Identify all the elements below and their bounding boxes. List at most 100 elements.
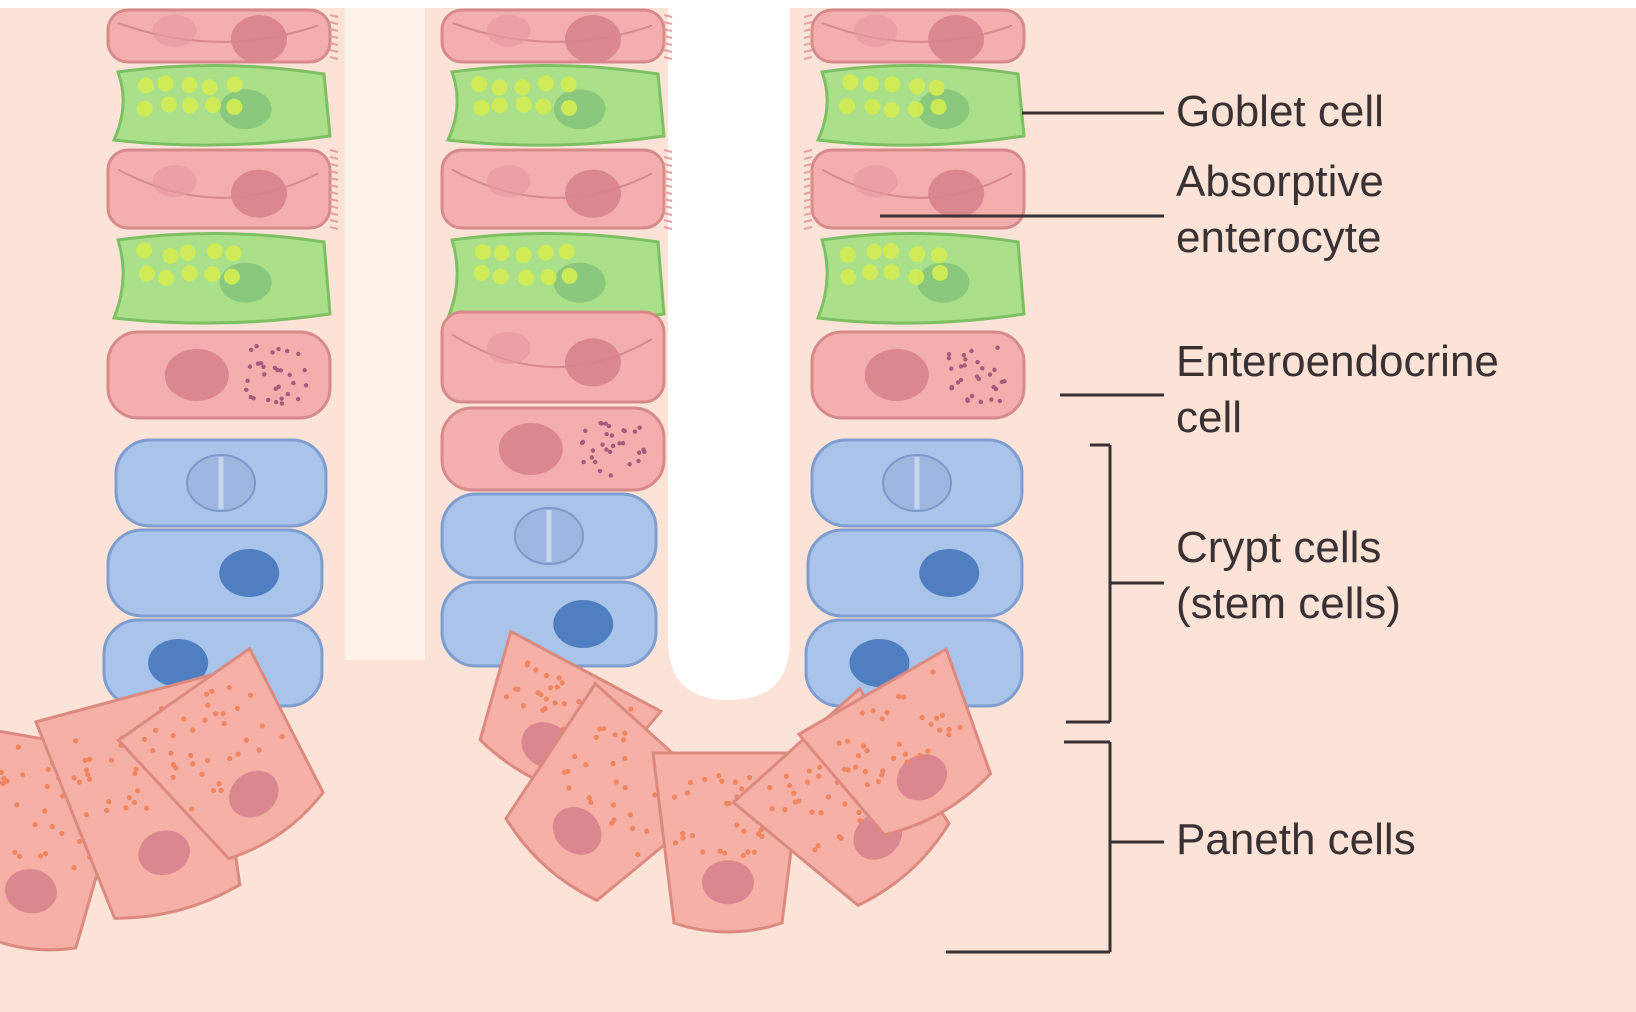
paneth-granule xyxy=(680,835,685,840)
paneth-granule xyxy=(717,848,722,853)
secretory-granule xyxy=(254,344,258,348)
secretory-granule xyxy=(975,360,979,364)
mucin-granule xyxy=(471,76,487,92)
mucin-granule xyxy=(932,265,948,281)
absorptive-cell-body xyxy=(108,10,330,62)
secretory-granule xyxy=(296,397,300,401)
absorptive-cell xyxy=(442,10,664,63)
mucin-granule xyxy=(158,270,174,286)
stem-cell xyxy=(442,494,656,578)
paneth-granule xyxy=(702,777,707,782)
paneth-granule xyxy=(724,801,729,806)
paneth-granule xyxy=(747,775,752,780)
goblet-cell xyxy=(114,65,330,145)
goblet-cell xyxy=(448,233,664,323)
mucin-granule xyxy=(158,75,174,91)
secretory-granule xyxy=(637,450,641,454)
paneth-granule xyxy=(716,773,721,778)
mucin-granule xyxy=(207,243,223,259)
secretory-granule xyxy=(633,429,637,433)
goblet-cell xyxy=(114,233,330,323)
mucin-granule xyxy=(862,264,878,280)
secretory-granule xyxy=(302,368,306,372)
secretory-granule xyxy=(598,469,602,473)
paneth-granule xyxy=(734,822,739,827)
mucin-granule xyxy=(475,244,491,260)
absorptive-nucleus xyxy=(231,15,287,63)
absorptive-nucleus xyxy=(565,15,621,63)
absorptive-organelle xyxy=(487,15,531,47)
absorptive-nucleus xyxy=(928,170,984,218)
absorptive-cell xyxy=(108,10,330,63)
secretory-granule xyxy=(641,448,645,452)
enteroendocrine-nucleus xyxy=(499,423,563,475)
paneth-granule xyxy=(739,786,744,791)
stem-nucleus xyxy=(919,549,979,597)
mucin-granule xyxy=(842,74,858,90)
mucin-granule xyxy=(538,75,554,91)
mucin-granule xyxy=(535,98,551,114)
secretory-granule xyxy=(609,473,613,477)
secretory-granule xyxy=(969,349,973,353)
goblet-cell xyxy=(818,233,1024,323)
secretory-granule xyxy=(617,441,621,445)
label-paneth-cells: Paneth cells xyxy=(1176,812,1416,868)
secretory-granule xyxy=(959,378,963,382)
stem-cell xyxy=(116,440,326,526)
secretory-granule xyxy=(962,353,966,357)
mucin-granule xyxy=(884,76,900,92)
mucin-granule xyxy=(226,99,242,115)
enteroendocrine-cell xyxy=(442,408,664,490)
secretory-granule xyxy=(273,366,277,370)
secretory-granule xyxy=(590,455,594,459)
mucin-granule xyxy=(226,245,242,261)
mucin-granule xyxy=(204,266,220,282)
secretory-granule xyxy=(623,429,627,433)
mucin-granule xyxy=(514,79,530,95)
absorptive-organelle xyxy=(153,165,197,197)
mucin-granule xyxy=(474,100,490,116)
paneth-granule xyxy=(685,790,690,795)
mucin-granule xyxy=(561,100,577,116)
secretory-granule xyxy=(593,460,597,464)
secretory-granule xyxy=(627,462,631,466)
mucin-granule xyxy=(491,80,507,96)
secretory-granule xyxy=(975,374,979,378)
enteroendocrine-cell xyxy=(812,332,1024,418)
mucin-granule xyxy=(494,245,510,261)
enteroendocrine-cell xyxy=(108,332,330,418)
stem-cell xyxy=(108,530,322,616)
secretory-granule xyxy=(962,363,966,367)
secretory-granule xyxy=(950,385,954,389)
mucin-granule xyxy=(493,269,509,285)
label-absorptive-enterocyte: Absorptive enterocyte xyxy=(1176,154,1384,266)
paneth-granule xyxy=(752,850,757,855)
secretory-granule xyxy=(261,365,265,369)
secretory-granule xyxy=(256,361,260,365)
secretory-granule xyxy=(286,392,290,396)
secretory-granule xyxy=(304,383,308,387)
secretory-granule xyxy=(998,399,1002,403)
goblet-nucleus xyxy=(554,263,606,303)
mucin-granule xyxy=(909,246,925,262)
stem-nucleus xyxy=(219,549,279,597)
absorptive-cell-body xyxy=(442,10,664,62)
epithelial-cells xyxy=(0,10,1024,960)
paneth-granule xyxy=(722,851,727,856)
stem-cell-body xyxy=(108,530,322,616)
secretory-granule xyxy=(279,368,283,372)
secretory-granule xyxy=(279,396,283,400)
mucin-granule xyxy=(161,96,177,112)
absorptive-organelle xyxy=(487,332,531,364)
mucin-granule xyxy=(518,270,534,286)
absorptive-nucleus xyxy=(231,170,287,218)
paneth-granule xyxy=(680,831,685,836)
mucin-granule xyxy=(931,247,947,263)
mucin-granule xyxy=(227,76,243,92)
mucin-granule xyxy=(840,269,856,285)
absorptive-organelle xyxy=(153,15,197,47)
mucin-granule xyxy=(492,97,508,113)
absorptive-nucleus xyxy=(565,338,621,386)
secretory-granule xyxy=(277,385,281,389)
mucin-granule xyxy=(559,243,575,259)
